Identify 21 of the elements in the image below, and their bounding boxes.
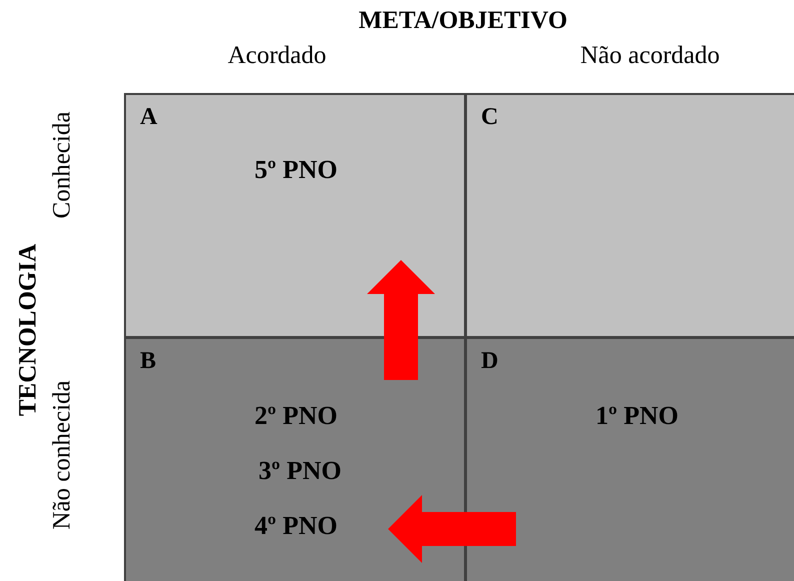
row-header: Não conhecida	[50, 380, 74, 530]
axis-title: TECNOLOGIA	[16, 244, 40, 416]
column-header: Não acordado	[580, 43, 720, 68]
quadrant-text: 2º PNO	[254, 403, 338, 429]
quadrant-text: 4º PNO	[254, 513, 338, 539]
block-arrow	[367, 260, 435, 380]
quadrant-panel	[465, 337, 794, 581]
quadrant-letter: B	[140, 349, 156, 373]
quadrant-panel	[465, 93, 794, 338]
quadrant-text: 3º PNO	[258, 458, 342, 484]
quadrant-panel	[124, 337, 466, 581]
column-header: Acordado	[228, 43, 326, 68]
quadrant-panel	[124, 93, 466, 338]
quadrant-letter: D	[481, 349, 498, 373]
quadrant-letter: C	[481, 105, 498, 129]
axis-title: META/OBJETIVO	[358, 8, 568, 33]
row-header: Conhecida	[50, 112, 74, 218]
block-arrow	[388, 495, 516, 563]
quadrant-letter: A	[140, 105, 158, 129]
quadrant-text: 5º PNO	[254, 157, 338, 183]
quadrant-text: 1º PNO	[596, 403, 678, 429]
